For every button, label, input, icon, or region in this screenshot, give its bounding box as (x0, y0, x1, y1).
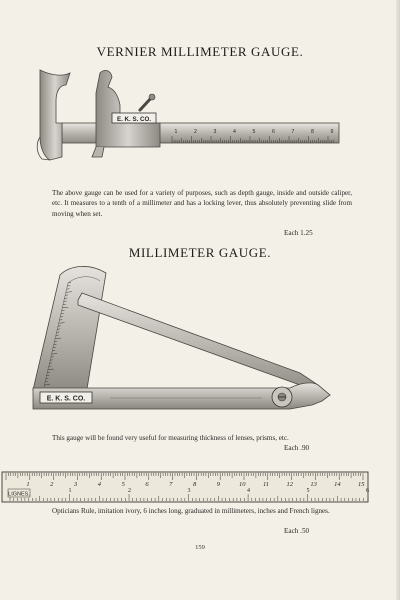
vernier-scale-number: 9 (331, 129, 334, 135)
arc-scale-tick (58, 322, 65, 324)
arc-scale-tick (43, 384, 51, 386)
arc-scale-tick (63, 300, 67, 302)
millimeter-maker-mark: E. K. S. CO. (47, 396, 86, 403)
arc-scale-tick (59, 316, 64, 318)
rule-description: Opticians Rule, imitation ivory, 6 inche… (52, 507, 330, 515)
arc-scale-tick (65, 294, 69, 296)
millimeter-gauge-title: MILLIMETER GAUGE. (128, 245, 272, 260)
arc-scale-tick (54, 340, 58, 342)
arc-scale-tick (66, 288, 70, 290)
rule-mm-number: 9 (217, 481, 221, 488)
millimeter-maker-plate (39, 391, 93, 404)
millimeter-pointer-arm (77, 292, 331, 398)
vernier-scale-number: 6 (272, 129, 275, 135)
arc-scale-tick (57, 328, 61, 330)
rule-mm-number: 15 (358, 481, 365, 488)
arc-scale-tick (55, 334, 59, 336)
rule-inch-number: 2 (128, 488, 131, 494)
rule-mm-number: 5 (122, 481, 126, 488)
vernier-gauge-price: Each 1.25 (284, 229, 313, 237)
rule-inch-number: 1 (69, 488, 72, 494)
millimeter-gauge-price: Each .90 (284, 444, 310, 452)
rule-inch-number: 4 (247, 488, 250, 494)
arc-scale-tick (67, 285, 71, 287)
rule-mm-number: 12 (287, 481, 294, 488)
vernier-scale-number: 1 (175, 129, 178, 135)
arc-scale-tick (57, 325, 61, 327)
arc-scale-tick (67, 282, 72, 284)
arc-scale-tick (62, 306, 69, 308)
arc-scale-tick (56, 331, 60, 333)
rule-body (1, 471, 369, 503)
vernier-fixed-jaw (39, 69, 71, 161)
arc-scale-tick (49, 362, 53, 364)
millimeter-gauge-illustration: E. K. S. CO. (32, 266, 331, 410)
rule-mm-number: 10 (239, 481, 246, 488)
vernier-scale-number: 5 (253, 129, 256, 135)
rule-mm-number: 6 (145, 481, 149, 488)
vernier-gauge-title: VERNIER MILLIMETER GAUGE. (96, 44, 304, 59)
vernier-scale-number: 8 (311, 129, 314, 135)
vernier-gauge-illustration: E. K. S. CO. 1 2 3 4 5 6 7 8 9 (36, 69, 340, 161)
rule-inch-number: 3 (188, 488, 191, 494)
vernier-slider-jaw (95, 69, 161, 148)
arc-scale-tick (47, 368, 54, 370)
arc-scale-tick (50, 356, 54, 358)
vernier-gauge-description: The above gauge can be used for a variet… (52, 189, 352, 218)
arc-scale-tick (45, 378, 49, 380)
arc-scale-tick (64, 297, 68, 299)
arc-scale-tick (65, 291, 72, 293)
arc-scale-tick (46, 371, 50, 373)
arc-scale-tick (48, 365, 52, 367)
arc-scale-tick (46, 374, 50, 376)
arc-scale-tick (51, 353, 58, 355)
arc-scale-tick (53, 344, 57, 346)
arc-scale-tick (51, 350, 56, 352)
rule-mm-number: 7 (169, 481, 173, 488)
arc-scale-tick (49, 359, 53, 361)
vernier-scale-number: 7 (292, 129, 295, 135)
arc-scale-tick (62, 303, 66, 305)
rule-lignes-label: LIGNES. (8, 492, 30, 498)
rule-mm-number: 11 (263, 481, 269, 488)
arc-scale-tick (52, 347, 56, 349)
rule-inch-number: 5 (307, 488, 310, 494)
vernier-maker-plate (111, 112, 157, 124)
arc-scale-tick (44, 381, 48, 383)
rule-mm-number: 13 (310, 481, 317, 488)
rule-mm-number: 2 (50, 481, 54, 488)
millimeter-gauge-description: This gauge will be found very useful for… (52, 434, 289, 442)
rule-mm-number: 3 (73, 481, 78, 488)
rule-mm-number: 4 (98, 481, 102, 488)
vernier-maker-mark: E. K. S. CO. (117, 116, 151, 123)
vernier-scale-number: 4 (233, 129, 236, 135)
rule-price: Each .50 (284, 527, 310, 535)
arc-scale-tick (54, 337, 61, 339)
rule-inch-number: 6 (366, 488, 369, 494)
page-number: 159 (195, 544, 205, 551)
rule-mm-number: 8 (193, 481, 197, 488)
vernier-scale-number: 3 (214, 129, 217, 135)
vernier-scale-number: 2 (194, 129, 197, 135)
millimeter-base-bar (32, 382, 331, 410)
page-edge (396, 0, 400, 600)
rule-mm-number: 14 (334, 481, 341, 488)
arc-scale-tick (59, 319, 63, 321)
rule-mm-number: 1 (26, 481, 29, 488)
arc-scale-tick (61, 310, 65, 312)
arc-scale-tick (60, 313, 64, 315)
